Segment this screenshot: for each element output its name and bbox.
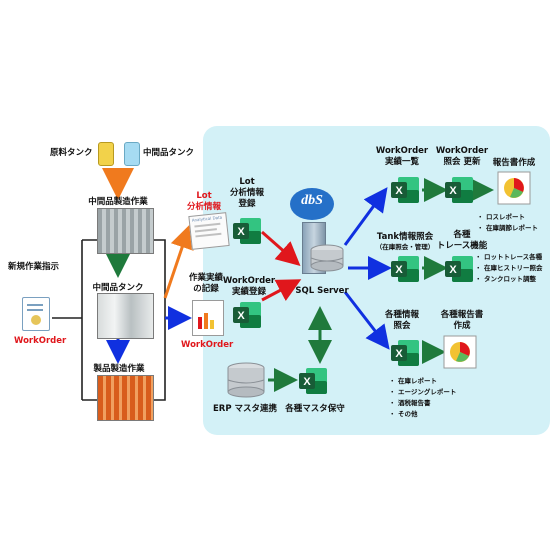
sql-server-label: SQL Server — [295, 286, 349, 296]
wo-list-label: WorkOrder 実績一覧 — [375, 146, 429, 167]
doc-title: Analytical Data — [191, 214, 223, 223]
raw-tank-icon — [98, 142, 114, 166]
erp-database-icon — [226, 362, 266, 398]
tank-query-sub-label: （在庫照会・管理） — [375, 243, 435, 251]
svg-text:X: X — [237, 310, 245, 322]
workorder-mid-label: WorkOrder — [181, 340, 234, 350]
wo-update-label: WorkOrder 照会 更新 — [435, 146, 489, 167]
record-label: 作業実績 の記録 — [188, 273, 223, 294]
excel-icon: X — [232, 216, 262, 246]
trace-items-list: ロットトレース各種 在庫ヒストリー照会 タンクロット調整 — [475, 252, 543, 285]
info-item: 酒税報告書 — [389, 398, 456, 409]
excel-icon: X — [390, 254, 420, 284]
tank-query-label: Tank情報照会 — [376, 232, 434, 242]
excel-icon: X — [298, 366, 328, 396]
svg-text:X: X — [303, 376, 311, 388]
database-icon — [310, 244, 344, 272]
info-item: エージングレポート — [389, 387, 456, 398]
svg-text:X: X — [449, 185, 457, 197]
raw-tank-label: 原料タンク — [50, 148, 93, 158]
mid-tank-photo — [97, 293, 154, 339]
new-order-label: 新規作業指示 — [8, 262, 60, 272]
trace-item: ロットトレース各種 — [475, 252, 543, 263]
analysis-document-icon: Analytical Data — [188, 212, 230, 250]
info-item: 在庫レポート — [389, 376, 456, 387]
report-item: 在庫調節レポート — [477, 223, 538, 234]
trace-label: 各種 トレース機能 — [436, 230, 488, 251]
certificate-icon — [22, 297, 50, 331]
info-query-label: 各種情報 照会 — [384, 310, 419, 331]
product-process-photo — [97, 375, 154, 421]
erp-label: ERP マスタ連携 — [212, 404, 278, 414]
svg-text:X: X — [395, 264, 403, 276]
excel-icon: X — [390, 338, 420, 368]
mid-process-label: 中間品製造作業 — [88, 197, 148, 207]
lot-register-label: Lot 分析情報 登録 — [229, 177, 264, 209]
master-label: 各種マスタ保守 — [285, 404, 345, 414]
mid-tank-icon — [124, 142, 140, 166]
report-document-icon — [496, 170, 532, 206]
record-document-icon — [192, 300, 224, 336]
svg-text:X: X — [395, 185, 403, 197]
report-item: ロスレポート — [477, 212, 538, 223]
excel-icon: X — [232, 300, 262, 330]
info-items-list: 在庫レポート エージングレポート 酒税報告書 その他 — [389, 376, 456, 420]
report-items-list: ロスレポート 在庫調節レポート — [477, 212, 538, 234]
lot-analysis-label: Lot 分析情報 — [186, 191, 221, 212]
report2-document-icon — [442, 334, 478, 370]
excel-icon: X — [444, 175, 474, 205]
dbs-logo-text: dbS — [301, 193, 323, 208]
svg-text:X: X — [395, 348, 403, 360]
trace-item: 在庫ヒストリー照会 — [475, 263, 542, 274]
product-process-label: 製品製造作業 — [93, 364, 145, 374]
excel-icon: X — [390, 175, 420, 205]
mid-tank2-label: 中間品タンク — [92, 283, 144, 293]
excel-icon: X — [444, 254, 474, 284]
mid-tank-label: 中間品タンク — [143, 148, 195, 158]
svg-text:X: X — [449, 264, 457, 276]
trace-item: タンクロット調整 — [475, 274, 543, 285]
svg-text:X: X — [237, 226, 245, 238]
dbs-logo-icon: dbS — [290, 188, 334, 220]
workorder-left-label: WorkOrder — [14, 336, 67, 346]
report-create2-label: 各種報告書 作成 — [440, 310, 484, 331]
info-item: その他 — [389, 409, 456, 420]
report-create-label: 報告書作成 — [492, 158, 536, 168]
wo-register-label: WorkOrder 実績登録 — [222, 276, 276, 297]
mid-process-photo — [97, 208, 154, 254]
